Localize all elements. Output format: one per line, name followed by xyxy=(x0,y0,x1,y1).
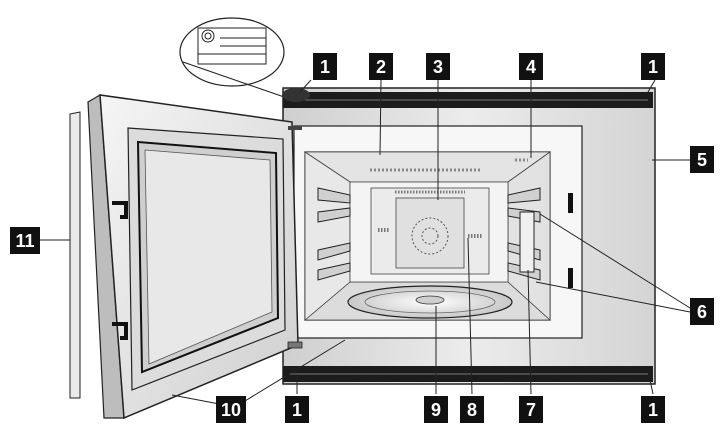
fan-grille xyxy=(411,217,449,255)
callout-c5-label: 5 xyxy=(697,150,707,170)
oven-cavity xyxy=(303,151,552,321)
vent-slot-top xyxy=(568,193,573,213)
callout-c11-label: 11 xyxy=(15,231,34,251)
open-door xyxy=(69,93,303,420)
door-latch-top xyxy=(112,201,128,219)
callout-c4: 4 xyxy=(519,53,543,80)
callout-c3-label: 3 xyxy=(433,57,443,77)
callout-c9: 9 xyxy=(424,396,448,423)
callout-c2-label: 2 xyxy=(376,57,386,77)
waveguide-cover xyxy=(519,211,535,273)
callout-c6-label: 6 xyxy=(697,302,707,322)
callout-c8: 8 xyxy=(460,396,484,423)
callout-c1d-label: 1 xyxy=(648,400,658,420)
callout-c1a: 1 xyxy=(313,53,337,80)
shelf-supports-left xyxy=(317,187,351,281)
callout-c1d: 1 xyxy=(641,396,665,423)
callout-c8-label: 8 xyxy=(467,400,477,420)
callout-c3: 3 xyxy=(426,53,450,80)
callout-c11: 11 xyxy=(10,227,40,254)
callout-c10: 10 xyxy=(216,396,246,423)
rating-plate-magnifier xyxy=(179,17,310,102)
callout-c6: 6 xyxy=(690,298,714,325)
callout-c10-label: 10 xyxy=(221,400,241,420)
callout-c1b-label: 1 xyxy=(648,57,658,77)
door-latch-bottom xyxy=(112,322,128,340)
callout-c1a-label: 1 xyxy=(320,57,330,77)
callout-c2: 2 xyxy=(369,53,393,80)
callout-c7-label: 7 xyxy=(526,400,536,420)
vent-slot-bottom xyxy=(568,268,573,288)
callout-c1c: 1 xyxy=(285,396,309,423)
callout-c1c-label: 1 xyxy=(292,400,302,420)
callout-c5: 5 xyxy=(690,146,714,173)
hinge-top xyxy=(288,126,302,130)
callout-c9-label: 9 xyxy=(431,400,441,420)
door-edge xyxy=(69,111,81,399)
callout-c4-label: 4 xyxy=(526,57,536,77)
callout-c7: 7 xyxy=(519,396,543,423)
hinge-bottom xyxy=(287,341,303,349)
callout-c1b: 1 xyxy=(641,53,665,80)
